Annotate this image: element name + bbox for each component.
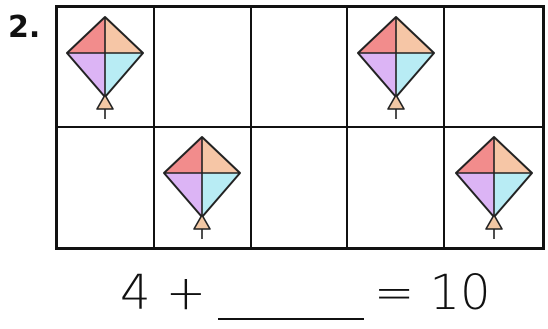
ten-frame-cell (58, 8, 155, 128)
equation-left: 4 + (120, 265, 207, 321)
ten-frame-cell (348, 127, 446, 247)
ten-frame-cell (154, 8, 252, 128)
ten-frame-cell (252, 127, 349, 247)
ten-frame-cell (58, 127, 155, 247)
kite-icon (160, 133, 244, 241)
equation: 4 + = 10 (0, 262, 548, 324)
ten-frame-cell (445, 128, 542, 248)
kite-icon (354, 13, 438, 121)
ten-frame-cell (445, 8, 542, 128)
kite-icon (452, 133, 536, 241)
ten-frame-cell (155, 127, 252, 247)
problem-number: 2. (8, 10, 41, 45)
ten-frame (55, 5, 545, 250)
ten-frame-cell (251, 8, 349, 128)
ten-frame-cell (348, 8, 446, 128)
answer-blank[interactable] (218, 318, 364, 320)
kite-icon (63, 13, 147, 121)
equation-right: = 10 (374, 265, 491, 321)
